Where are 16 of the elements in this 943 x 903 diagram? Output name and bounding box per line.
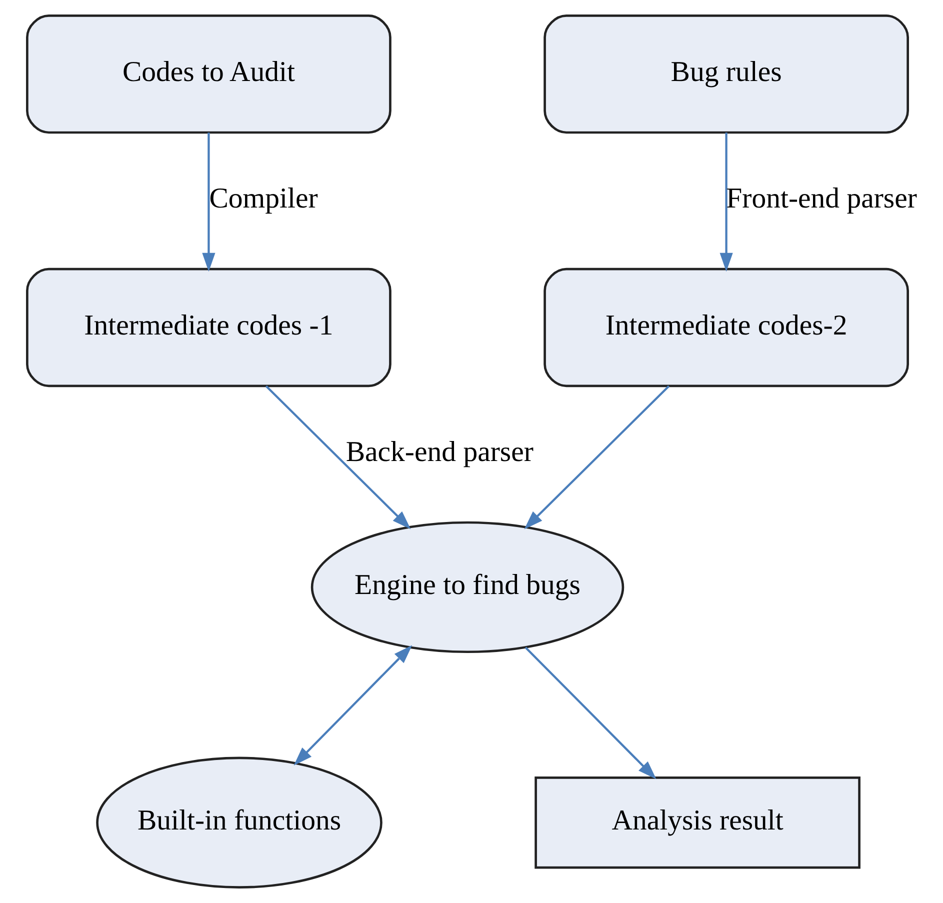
node-box: Analysis result bbox=[534, 776, 860, 869]
arrow bbox=[202, 132, 215, 272]
edge-label: Compiler bbox=[208, 182, 318, 215]
arrow bbox=[264, 385, 410, 530]
arrow bbox=[524, 646, 656, 780]
node-box: Intermediate codes-2 bbox=[543, 268, 908, 388]
node-box: Intermediate codes -1 bbox=[26, 268, 391, 388]
node-box: Codes to Audit bbox=[26, 14, 391, 134]
arrow bbox=[293, 645, 412, 766]
node-ellipse: Built-in functions bbox=[96, 756, 382, 888]
arrow bbox=[719, 132, 732, 272]
edge-label: Back-end parser bbox=[345, 436, 533, 468]
arrow bbox=[524, 385, 670, 530]
edge-label: Front-end parser bbox=[726, 182, 916, 215]
node-box: Bug rules bbox=[543, 14, 908, 134]
node-ellipse: Engine to find bugs bbox=[310, 521, 624, 654]
